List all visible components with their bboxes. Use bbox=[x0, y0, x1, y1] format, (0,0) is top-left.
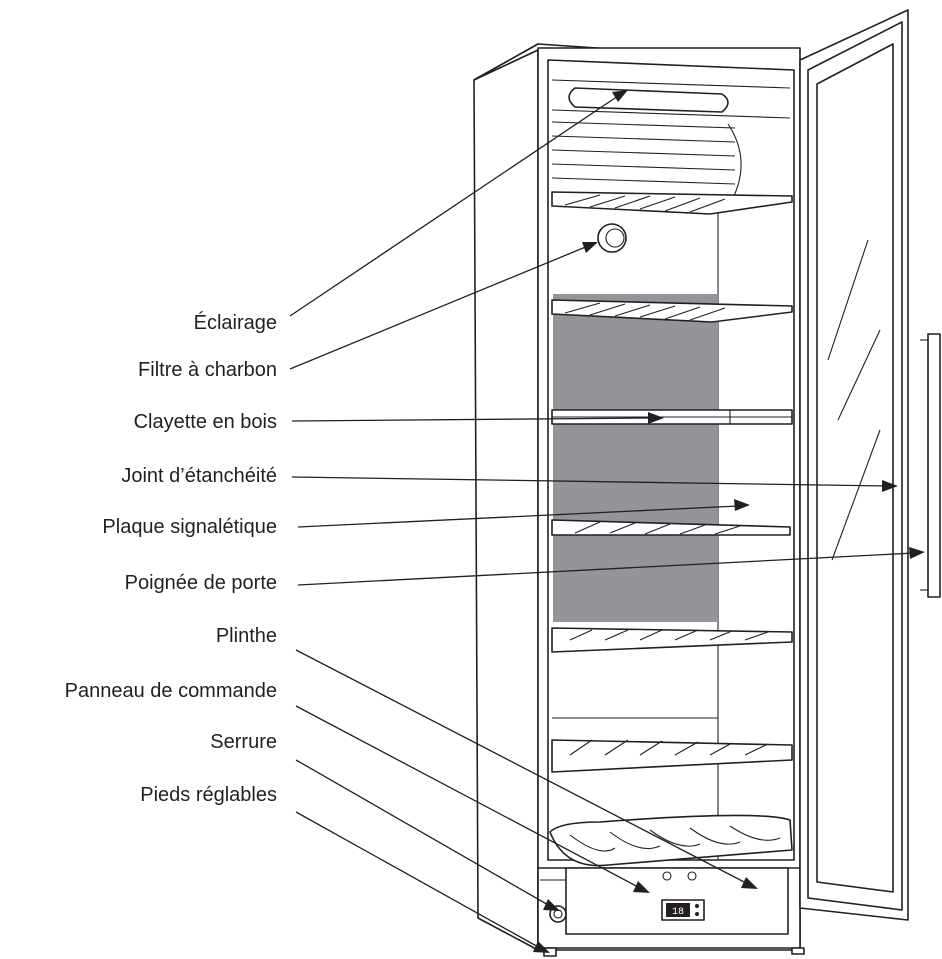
labels: Éclairage Filtre à charbon Clayette en b… bbox=[65, 311, 277, 806]
label-joint: Joint d’étanchéité bbox=[121, 465, 277, 487]
label-pieds: Pieds réglables bbox=[140, 784, 277, 806]
bottom-bottle-rack bbox=[549, 814, 793, 867]
shelf bbox=[551, 519, 791, 536]
door-handle bbox=[920, 333, 941, 598]
wooden-shelf bbox=[551, 409, 793, 425]
label-plinthe: Plinthe bbox=[216, 625, 277, 647]
control-panel: 18 bbox=[661, 899, 705, 921]
shelf bbox=[551, 627, 793, 653]
label-clayette: Clayette en bois bbox=[134, 411, 277, 433]
shelf bbox=[551, 299, 793, 323]
lighting-area bbox=[551, 79, 791, 201]
callouts bbox=[289, 90, 925, 953]
shelf bbox=[551, 191, 793, 215]
light-bar bbox=[568, 87, 729, 113]
back-panel bbox=[553, 294, 718, 622]
display-screen bbox=[666, 903, 690, 917]
label-poignee: Poignée de porte bbox=[125, 572, 277, 594]
display-readout: 18 bbox=[672, 907, 684, 918]
label-panneau: Panneau de commande bbox=[65, 680, 277, 702]
label-serrure: Serrure bbox=[210, 731, 277, 753]
carbon-filter bbox=[597, 223, 627, 253]
door bbox=[799, 9, 909, 921]
shelf bbox=[551, 717, 793, 773]
glass-panel bbox=[816, 43, 894, 893]
label-filtre: Filtre à charbon bbox=[138, 359, 277, 381]
label-eclairage: Éclairage bbox=[194, 311, 277, 334]
label-plaque: Plaque signalétique bbox=[102, 516, 277, 538]
